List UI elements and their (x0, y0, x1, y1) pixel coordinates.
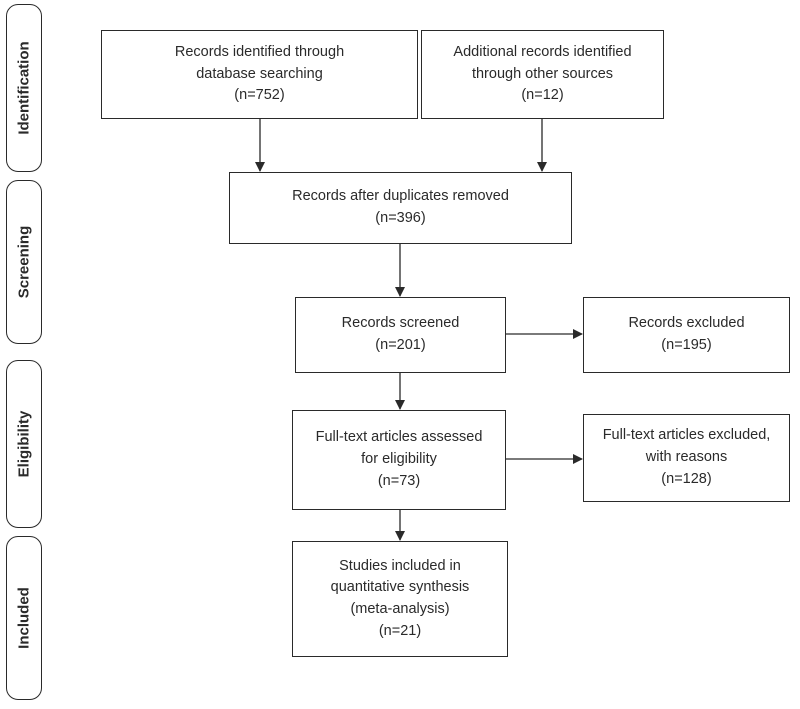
box-line: Records identified through (174, 43, 345, 60)
box-line: quantitative synthesis (330, 579, 470, 596)
box-fulltext-excluded: Full-text articles excluded, with reason… (583, 414, 790, 502)
stage-included-label: Included (15, 587, 33, 649)
stage-included: Included (6, 536, 42, 700)
box-count: (n=12) (521, 87, 564, 104)
box-database-searching: Records identified through database sear… (101, 30, 418, 119)
box-records-screened: Records screened (n=201) (295, 297, 506, 373)
box-line: Studies included in (339, 557, 461, 574)
box-count: (n=201) (375, 337, 426, 353)
box-line: Records excluded (628, 315, 745, 332)
box-other-sources: Additional records identified through ot… (421, 30, 664, 119)
box-count: (n=128) (661, 470, 712, 487)
box-count: (n=752) (234, 87, 285, 104)
box-count: (n=21) (378, 622, 422, 639)
box-duplicates-removed: Records after duplicates removed (n=396) (229, 172, 572, 244)
box-line: database searching (196, 65, 323, 82)
box-studies-included: Studies included in quantitative synthes… (292, 541, 508, 657)
box-line: Additional records identified (453, 43, 632, 60)
stage-identification: Identification (6, 4, 42, 172)
box-records-excluded: Records excluded (n=195) (583, 297, 790, 373)
stage-screening-label: Screening (15, 225, 33, 299)
stage-identification-label: Identification (15, 41, 33, 135)
stage-screening: Screening (6, 180, 42, 344)
box-line: (meta-analysis) (350, 601, 450, 617)
box-line: Records after duplicates removed (292, 188, 509, 205)
stage-eligibility: Eligibility (6, 360, 42, 528)
box-line: Records screened (341, 315, 460, 332)
box-line: with reasons (645, 449, 728, 466)
box-line: Full-text articles excluded, (602, 427, 771, 444)
box-count: (n=195) (661, 337, 712, 353)
box-line: through other sources (471, 65, 614, 82)
box-fulltext-assessed: Full-text articles assessed for eligibil… (292, 410, 506, 510)
stage-eligibility-label: Eligibility (15, 410, 33, 478)
box-line: Full-text articles assessed (315, 429, 483, 446)
box-count: (n=396) (375, 210, 426, 226)
box-count: (n=73) (377, 472, 421, 489)
box-line: for eligibility (361, 451, 437, 468)
